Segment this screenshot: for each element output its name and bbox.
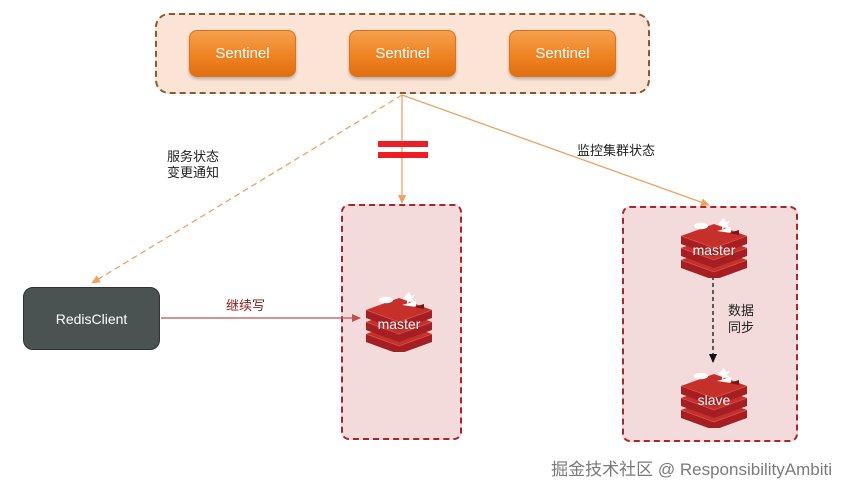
watermark: 掘金技术社区 @ ResponsibilityAmbiti (551, 460, 832, 479)
equals-bar-top (378, 141, 428, 147)
sentinel-node-3[interactable]: Sentinel (509, 30, 616, 77)
equals-bar-bottom (378, 152, 428, 158)
sentinel-node-2[interactable]: Sentinel (349, 30, 456, 77)
notify-label-line2: 变更通知 (167, 165, 220, 180)
redis-client[interactable]: RedisClient (23, 287, 160, 350)
master-node-label: master (377, 316, 421, 332)
sync-label-line1: 数据 (728, 303, 755, 318)
master-node-label: master (692, 242, 736, 258)
redis-cube-icon (680, 368, 748, 428)
notify-label-line1: 服务状态 (167, 149, 220, 164)
redis-master-old[interactable]: master (677, 216, 751, 278)
slave-node-label: slave (697, 392, 731, 408)
continue-write-label: 继续写 (226, 298, 266, 313)
sync-label-line2: 同步 (728, 320, 755, 335)
notify-client-arrow (91, 94, 403, 284)
sentinel-node-1[interactable]: Sentinel (189, 30, 296, 77)
redis-master-new[interactable]: master (362, 290, 436, 352)
monitor-cluster-arrow (401, 94, 710, 207)
redis-slave[interactable]: slave (677, 366, 751, 428)
redis-cube-icon (365, 292, 433, 352)
monitor-label: 监控集群状态 (577, 143, 656, 158)
redis-cube-icon (680, 218, 748, 278)
